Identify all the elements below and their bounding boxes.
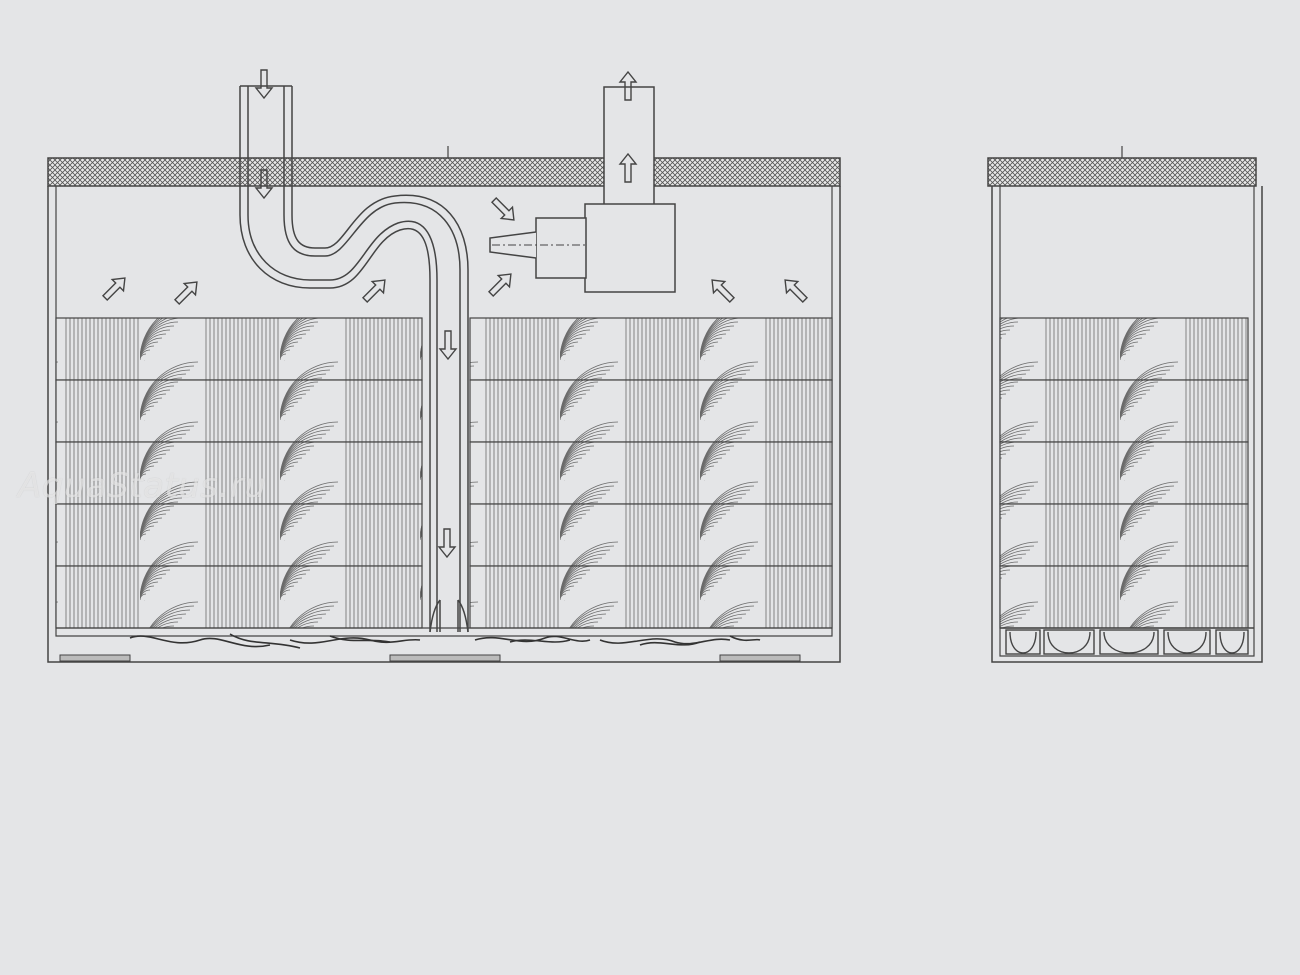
tank-foot (59, 654, 131, 662)
media-layer (999, 503, 1249, 567)
media-layer (469, 441, 833, 505)
main-tank-lid (47, 157, 841, 187)
media-layer (999, 317, 1249, 381)
media-layer (469, 379, 833, 443)
main-filter-tank (47, 69, 841, 663)
side-view-filter (987, 146, 1263, 663)
media-layer (55, 379, 423, 443)
outlet-pipe (603, 86, 655, 206)
flow-arrow-icon (439, 330, 457, 360)
main-tank-outer-wall (47, 186, 841, 663)
filter-media-right (469, 317, 833, 629)
tank-foot (389, 654, 501, 662)
flow-arrow-icon (255, 69, 273, 99)
media-layer (55, 317, 423, 381)
media-layer (469, 565, 833, 629)
tank-foot (719, 654, 801, 662)
flow-arrow-icon (705, 273, 739, 307)
inlet-pipe (239, 85, 469, 633)
outlet-pump-assembly (489, 86, 676, 293)
side-view-lid (987, 157, 1257, 187)
media-layer (55, 503, 423, 567)
side-view-media (999, 317, 1249, 629)
pump-housing (584, 203, 676, 293)
media-layer (999, 565, 1249, 629)
flow-arrow-icon (778, 273, 812, 307)
bottom-support-chambers (1000, 627, 1254, 655)
bottom-water-flow (129, 633, 761, 649)
media-layer (55, 565, 423, 629)
media-layer (469, 317, 833, 381)
flow-arrow-icon (438, 528, 456, 558)
flow-arrow-icon (484, 267, 518, 301)
media-layer (999, 441, 1249, 505)
media-layer (55, 441, 423, 505)
flow-arrow-icon (358, 273, 392, 307)
pump-motor (535, 217, 587, 279)
flow-arrow-icon (487, 193, 521, 227)
filter-media-left (55, 317, 423, 629)
flow-arrow-icon (98, 271, 132, 305)
media-layer (469, 503, 833, 567)
flow-arrow-icon (170, 275, 204, 309)
media-layer (999, 379, 1249, 443)
